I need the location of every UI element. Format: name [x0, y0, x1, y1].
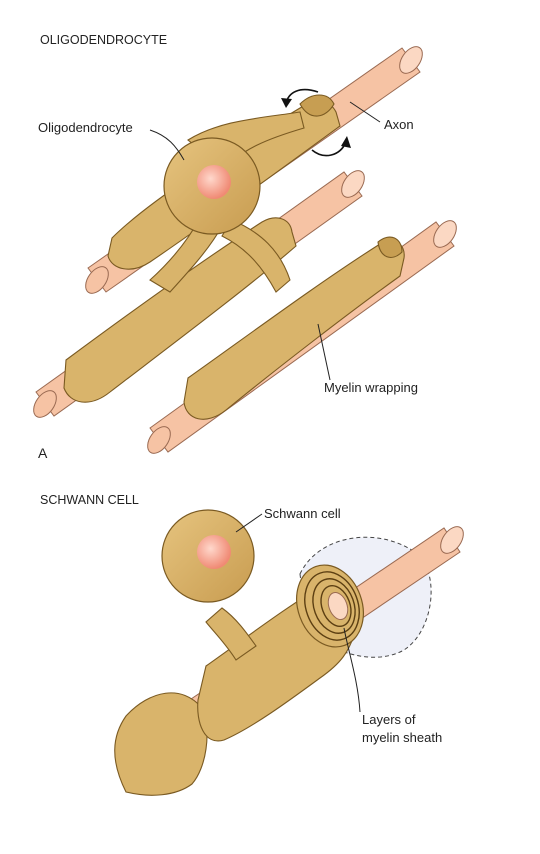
axon-label: Axon	[384, 117, 414, 132]
layers-label-line2: myelin sheath	[362, 730, 442, 745]
rotation-arrow-top-icon	[281, 88, 319, 108]
myelin-wrapping-label: Myelin wrapping	[324, 380, 418, 395]
myelin-wrapping-leader-line	[317, 323, 331, 381]
panel-a-title: OLIGODENDROCYTE	[40, 33, 167, 47]
layers-label-line1: Layers of	[362, 712, 416, 727]
myelin-spiral	[296, 564, 364, 648]
oligodendrocyte-nucleus	[197, 165, 231, 199]
oligodendrocyte-label: Oligodendrocyte	[38, 120, 133, 135]
layers-leader-line	[343, 627, 361, 713]
panel-a: OLIGODENDROCYTE	[33, 33, 457, 461]
schwann-cell-label: Schwann cell	[264, 506, 341, 521]
panel-a-letter: A	[38, 445, 48, 461]
panel-b-title: SCHWANN CELL	[40, 493, 139, 507]
rotation-arrow-bottom-icon	[311, 136, 351, 157]
schwann-cell-nucleus	[197, 535, 231, 569]
schwann-cell-body	[161, 509, 255, 603]
adjacent-schwann-cell	[114, 692, 208, 796]
myelin-segment-3	[183, 236, 405, 420]
schwann-cell-neck	[205, 607, 257, 661]
schwann-cell-leader-line	[235, 513, 263, 533]
oligodendrocyte-leader-line	[149, 129, 185, 161]
oligodendrocyte-body	[163, 137, 261, 235]
axon-leader-line	[349, 101, 381, 123]
panel-b: SCHWANN CELL	[40, 493, 464, 796]
